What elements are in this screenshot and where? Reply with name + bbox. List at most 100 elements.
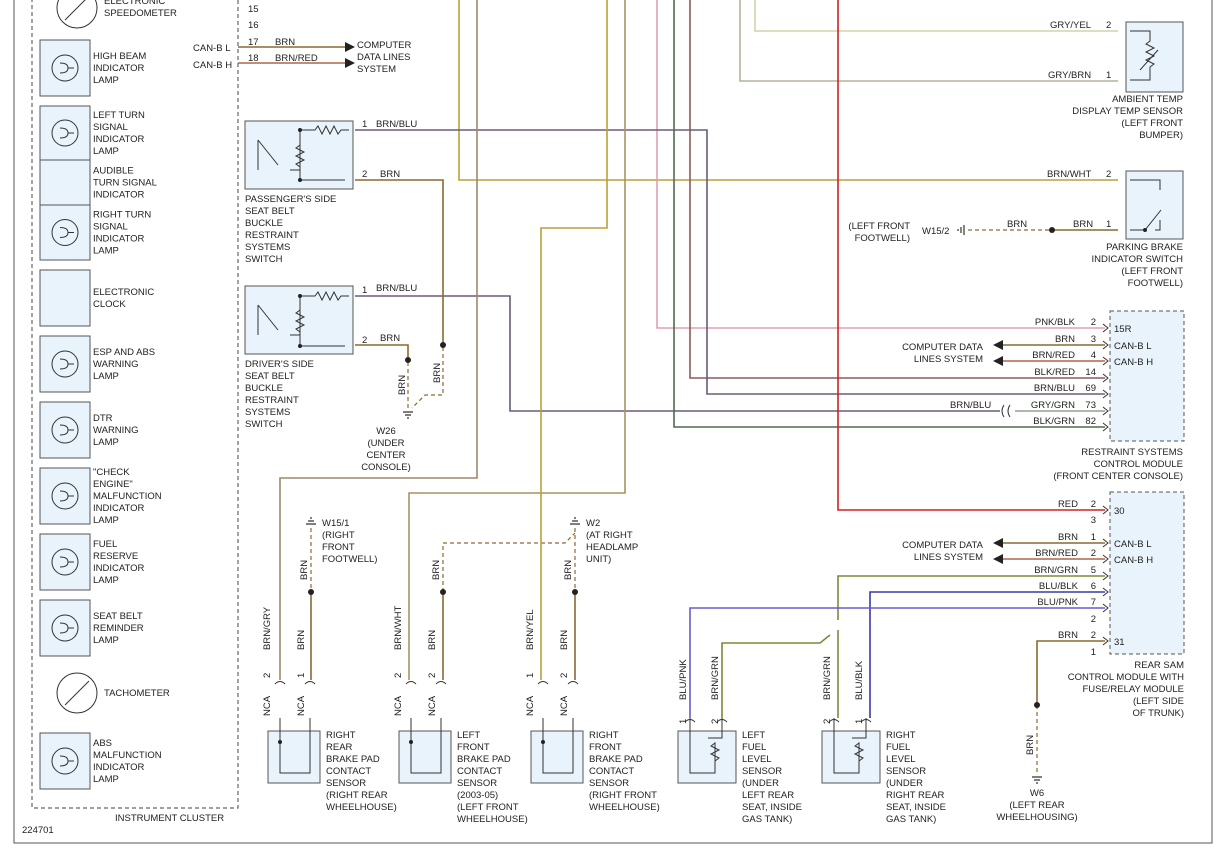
wire-color-label: BRN/BLU (376, 119, 417, 130)
pin-connector-icon (1102, 389, 1109, 399)
pin-label: 2 (1091, 317, 1096, 328)
switch-box (1125, 170, 1184, 240)
ground-icon (957, 225, 965, 235)
pin-label: 2 (822, 719, 833, 724)
cluster-item-label: TACHOMETER (104, 688, 170, 699)
pin-label: 18 (248, 53, 259, 64)
sensor-box (267, 730, 321, 784)
switch-symbol-icon (257, 124, 349, 181)
pin-label: 2 (393, 673, 404, 678)
module-pin: BRN/GRN 5 (1034, 565, 1109, 581)
pin-label: 2 (1091, 548, 1096, 559)
sensor-box (398, 730, 452, 784)
wire-color-label: BRN/GRN (1034, 565, 1078, 576)
connector-icon (274, 681, 316, 685)
splice-dot (440, 342, 446, 348)
cluster-outline (31, 0, 239, 809)
wire-color-label: GRY/BRN (1048, 70, 1091, 81)
arrow-right-icon (345, 58, 355, 68)
wire-brn-blu-69 (355, 129, 1105, 395)
pin-label: 14 (1085, 367, 1096, 378)
indicator-frame (39, 105, 91, 161)
wire-brn-w26-b (411, 347, 444, 409)
indicator-frame (39, 467, 91, 525)
pin-connector-icon (1102, 554, 1109, 564)
lamp-icon (51, 54, 79, 82)
indicator-frame (39, 335, 91, 393)
sensor-box (530, 730, 584, 784)
nca-label: NCA (559, 695, 570, 716)
pin-label: 2 (1106, 169, 1111, 180)
pin-label: 6 (1091, 581, 1096, 592)
node-dot (298, 178, 302, 182)
wire-gry-brn (739, 0, 1118, 82)
pin-label: 1 (362, 119, 367, 130)
thermistor-icon (1130, 30, 1159, 81)
wire-color-label: BRN (432, 363, 443, 383)
wire-color-label: BLU/PNK (1037, 597, 1078, 608)
potentiometer-icon (833, 718, 867, 774)
pin-label: 2 (427, 673, 438, 678)
node-dot (541, 740, 545, 744)
pin-label: 2 (1091, 614, 1096, 625)
wire-color-label: BRN (563, 560, 574, 580)
pin-function-label: CAN-B L (1114, 539, 1151, 550)
sensor-box (1125, 21, 1184, 93)
pin-label: 17 (248, 37, 259, 48)
needle-icon (64, 680, 90, 706)
pin-connector-icon (1102, 356, 1109, 366)
arrows (345, 42, 1003, 564)
nca-label: NCA (427, 695, 438, 716)
arrow-left-icon (993, 538, 1003, 548)
pin-label: 2 (1091, 499, 1096, 510)
node-dot (298, 294, 302, 298)
indicator-frame (39, 732, 91, 790)
pin-label: 1 (854, 719, 865, 724)
ground-icon (1032, 776, 1042, 784)
diagram-id: 224701 (22, 825, 54, 836)
lamp-icon (51, 416, 79, 444)
pin-connector-icon (1102, 406, 1109, 416)
nca-label: NCA (525, 695, 536, 716)
pin-label: 5 (1091, 565, 1096, 576)
wire-blu-pnk (689, 607, 1105, 718)
wire-brn-w2-lf (442, 532, 576, 592)
wire-brn-sam-31 (1036, 640, 1105, 705)
pin-label: 2 (1106, 20, 1111, 31)
pin-label: 1 (1091, 647, 1096, 658)
node-dot (298, 128, 302, 132)
indicator-frame (39, 269, 91, 327)
filament-icon (59, 755, 74, 767)
arrow-left-icon (993, 340, 1003, 350)
gauge-icon (56, 0, 98, 29)
wire-color-label: PNK/BLK (1035, 317, 1076, 328)
lamp-icon (51, 219, 79, 246)
nca-label: NCA (262, 695, 273, 716)
